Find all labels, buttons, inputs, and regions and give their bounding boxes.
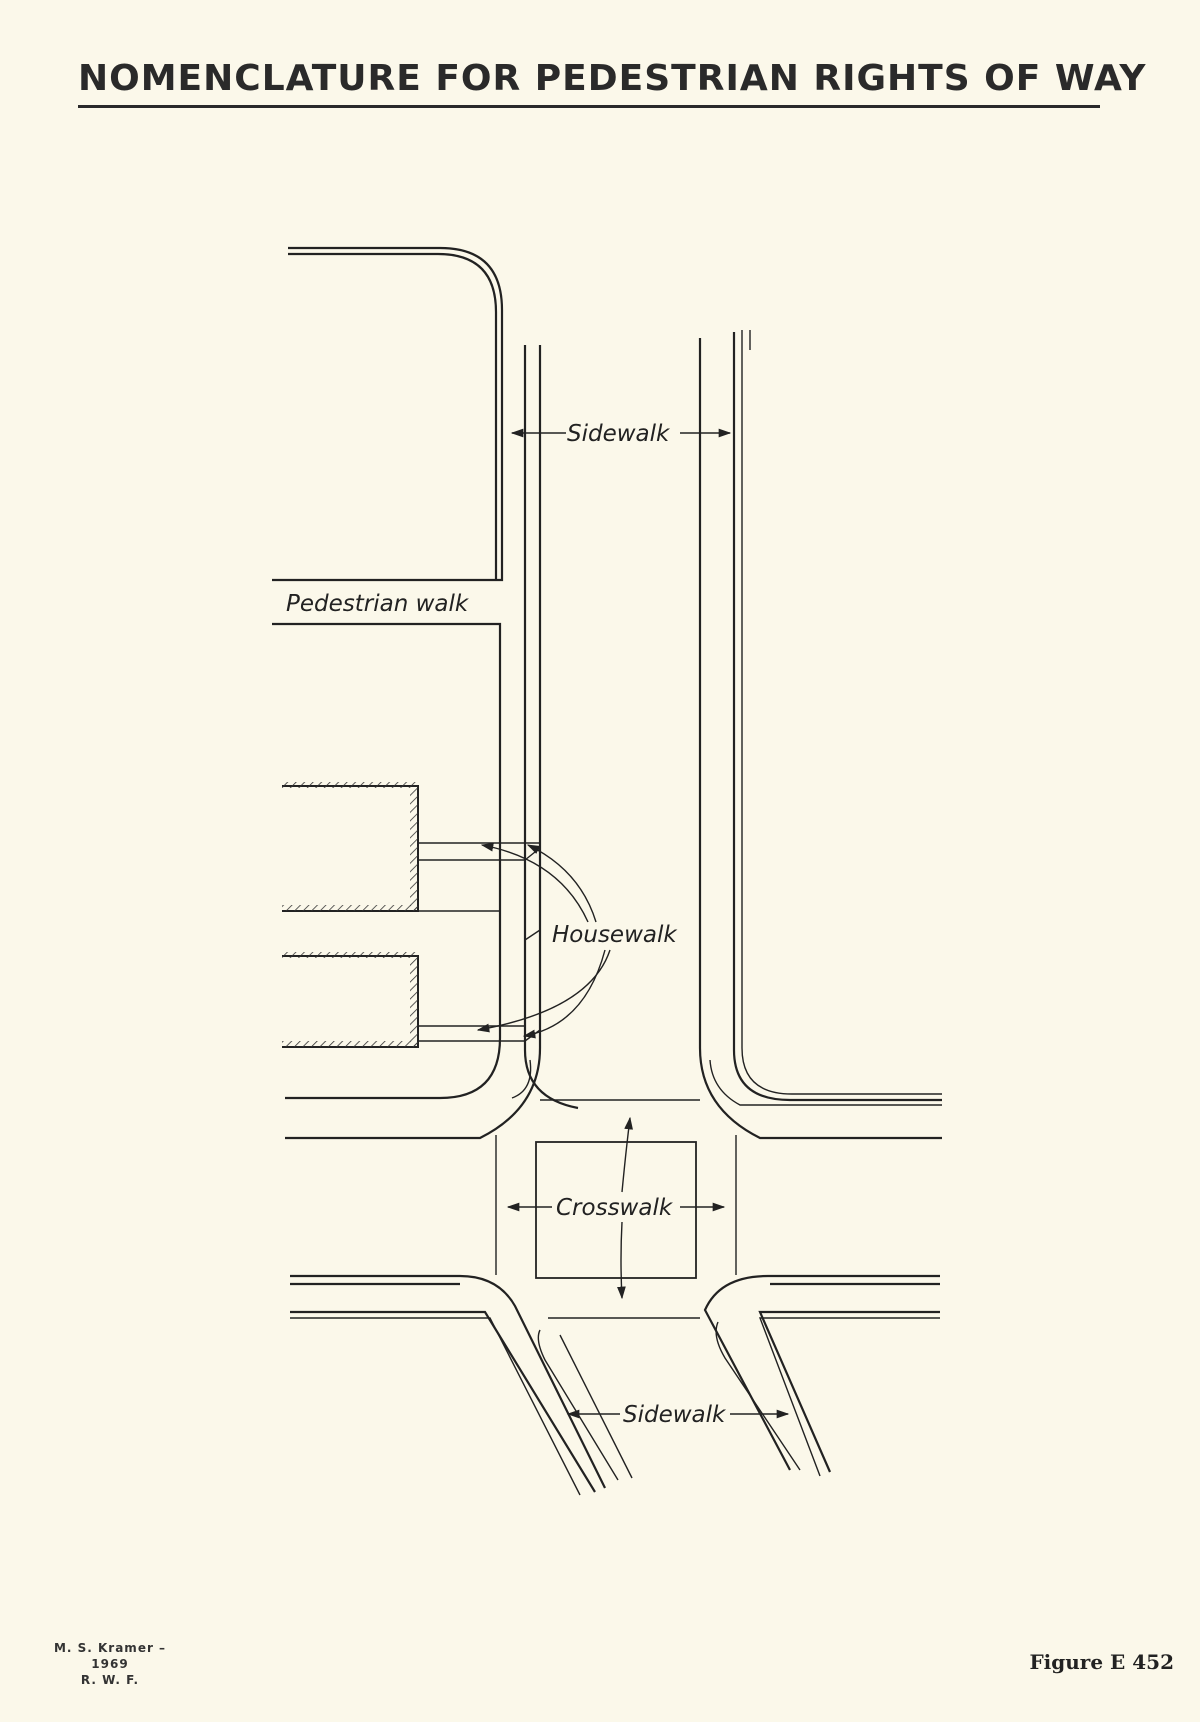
building-2-outline <box>282 955 419 1048</box>
building-2-hatch-bottom <box>282 1041 418 1047</box>
page-title: NOMENCLATURE FOR PEDESTRIAN RIGHTS OF WA… <box>78 58 1147 99</box>
housewalk-connector <box>524 842 541 1042</box>
title-underline <box>78 105 1100 108</box>
block-top-left-inner-curb <box>288 252 498 580</box>
lower-left-inner <box>537 1329 619 1481</box>
lower-right-edge <box>758 1310 940 1473</box>
lower-right-curb <box>703 1274 940 1471</box>
lower-left-edge <box>290 1310 596 1493</box>
credit-line-2: R. W. F. <box>80 1673 140 1687</box>
east-sidewalk-line2 <box>741 330 942 1095</box>
crosswalk-box <box>535 1141 697 1279</box>
block-top-left-outline <box>272 246 504 582</box>
lower-right-edge2 <box>758 1317 940 1477</box>
building-2-hatch-side <box>410 958 418 1047</box>
figure-number: Figure E 452 <box>1029 1650 1174 1674</box>
crosswalk-arrow-up <box>621 1116 633 1193</box>
label-sidewalk-bottom: Sidewalk <box>623 1402 727 1428</box>
building-1-hatch-side <box>410 788 418 911</box>
west-sidewalk-line <box>523 345 579 1110</box>
crosswalk-arrow-down <box>617 1221 626 1300</box>
credit-line-1: M. S. Kramer – 1969 <box>53 1641 167 1671</box>
housewalk-2 <box>418 1025 525 1042</box>
label-crosswalk: Crosswalk <box>556 1195 674 1221</box>
housewalk-leader-4 <box>522 949 606 1039</box>
author-credit: M. S. Kramer – 1969 R. W. F. <box>40 1640 180 1688</box>
housewalk-leader-3 <box>476 949 611 1033</box>
lower-left-curb <box>290 1274 606 1489</box>
label-pedestrian-walk: Pedestrian walk <box>286 591 470 617</box>
lower-right-inner <box>715 1321 801 1471</box>
east-curb-inner <box>709 1059 942 1106</box>
lower-left-edge2 <box>290 1317 581 1496</box>
label-sidewalk-top: Sidewalk <box>567 421 671 447</box>
building-1-hatch-bottom <box>282 905 418 911</box>
housewalk-leader-2 <box>526 844 597 923</box>
label-housewalk: Housewalk <box>552 922 678 948</box>
building-1-hatch-top <box>282 782 418 788</box>
block-left-outline <box>272 622 502 1100</box>
housewalk-1 <box>418 842 525 861</box>
building-1-outline <box>282 785 419 912</box>
west-curb-line <box>285 345 542 1140</box>
lower-left-inner2 <box>559 1334 633 1479</box>
housewalk-leader-1 <box>480 842 589 923</box>
east-sidewalk-line <box>732 332 942 1102</box>
east-curb-line <box>698 338 942 1140</box>
west-curb-inner <box>511 1059 532 1099</box>
building-2-hatch-top <box>282 952 418 958</box>
